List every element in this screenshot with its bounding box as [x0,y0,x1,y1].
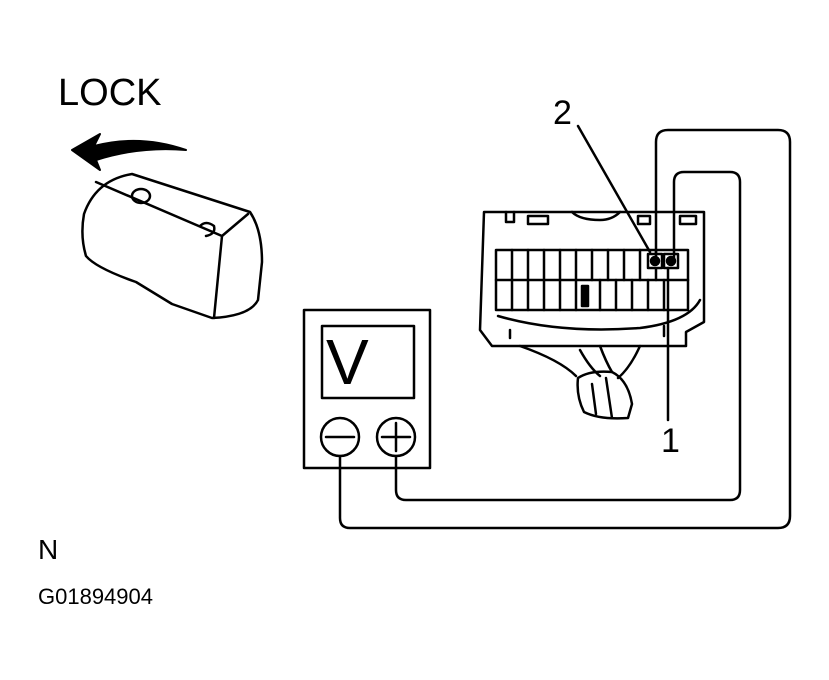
lock-label: LOCK [58,72,162,114]
rotation-arrow-icon [71,133,187,171]
ignition-key-icon [81,172,264,320]
terminal-2-label: 2 [553,94,572,132]
positive-lead-wire [394,170,742,502]
leader-line-2 [576,124,652,254]
terminal-1-label: 1 [661,422,680,460]
connector-icon [478,210,706,420]
figure-code: G01894904 [38,584,153,609]
terminal-pins [646,252,680,270]
position-label: N [38,534,59,565]
negative-lead-wire [338,128,792,530]
meter-unit-label: V [326,326,369,398]
voltmeter-icon [302,308,432,470]
